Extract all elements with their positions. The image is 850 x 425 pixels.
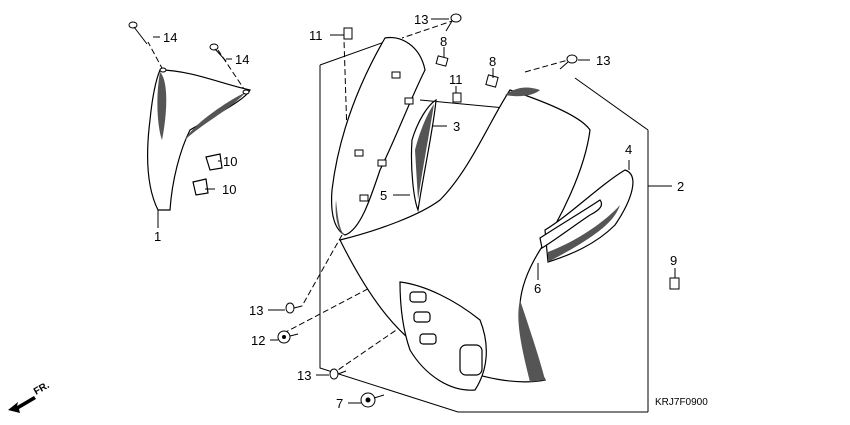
screw-13-right-icon — [559, 54, 578, 70]
screw-13-bottom-icon — [329, 368, 347, 380]
callout-1: 1 — [154, 229, 161, 244]
callout-10a: 10 — [223, 154, 237, 169]
trim-strips-part — [410, 98, 437, 213]
screw-14b-icon — [209, 43, 227, 62]
side-trims-part — [539, 169, 634, 263]
callout-14b: 14 — [235, 52, 249, 67]
callout-13-right: 13 — [596, 53, 610, 68]
clip-10a-icon — [205, 153, 223, 171]
callout-5: 5 — [380, 188, 387, 203]
callout-8b: 8 — [489, 54, 496, 69]
clip-11a-icon — [343, 27, 353, 40]
direction-mark-label: FR. — [32, 380, 52, 398]
assembly-bracket — [319, 39, 672, 413]
callout-7: 7 — [336, 396, 343, 411]
callout-13-left: 13 — [249, 303, 263, 318]
callout-numbers: 14 14 1 10 10 11 13 8 8 11 3 5 13 4 2 6 … — [154, 12, 684, 411]
callout-3: 3 — [453, 119, 460, 134]
screw-13-top-icon — [445, 13, 462, 32]
callout-12: 12 — [251, 333, 265, 348]
callout-leaders — [153, 18, 676, 404]
clip-10b-icon — [192, 178, 209, 196]
nut-8a-icon — [435, 55, 449, 67]
lower-vents — [399, 281, 487, 391]
bolt-12-icon — [277, 330, 299, 344]
bolt-7-icon — [360, 392, 385, 408]
callout-11b: 11 — [449, 72, 463, 87]
left-cover-part — [147, 67, 251, 211]
callout-2: 2 — [677, 179, 684, 194]
callout-4: 4 — [625, 142, 632, 157]
callout-13-bottom: 13 — [297, 368, 311, 383]
screw-13-left-icon — [285, 302, 303, 314]
callout-9: 9 — [670, 253, 677, 268]
nut-8b-icon — [485, 74, 499, 88]
callout-8a: 8 — [440, 34, 447, 49]
front-direction-arrow-icon: FR. — [8, 380, 52, 413]
fasteners — [128, 13, 680, 408]
callout-6: 6 — [534, 281, 541, 296]
callout-10b: 10 — [222, 182, 236, 197]
callout-14a: 14 — [163, 30, 177, 45]
screw-14a-icon — [128, 21, 148, 45]
diagram-code: KRJ7F0900 — [655, 397, 708, 408]
inner-panel-part — [330, 36, 426, 236]
clip-11b-icon — [452, 92, 462, 103]
callout-11a: 11 — [309, 28, 323, 43]
clip-9-icon — [669, 277, 680, 290]
callout-13-top: 13 — [414, 12, 428, 27]
